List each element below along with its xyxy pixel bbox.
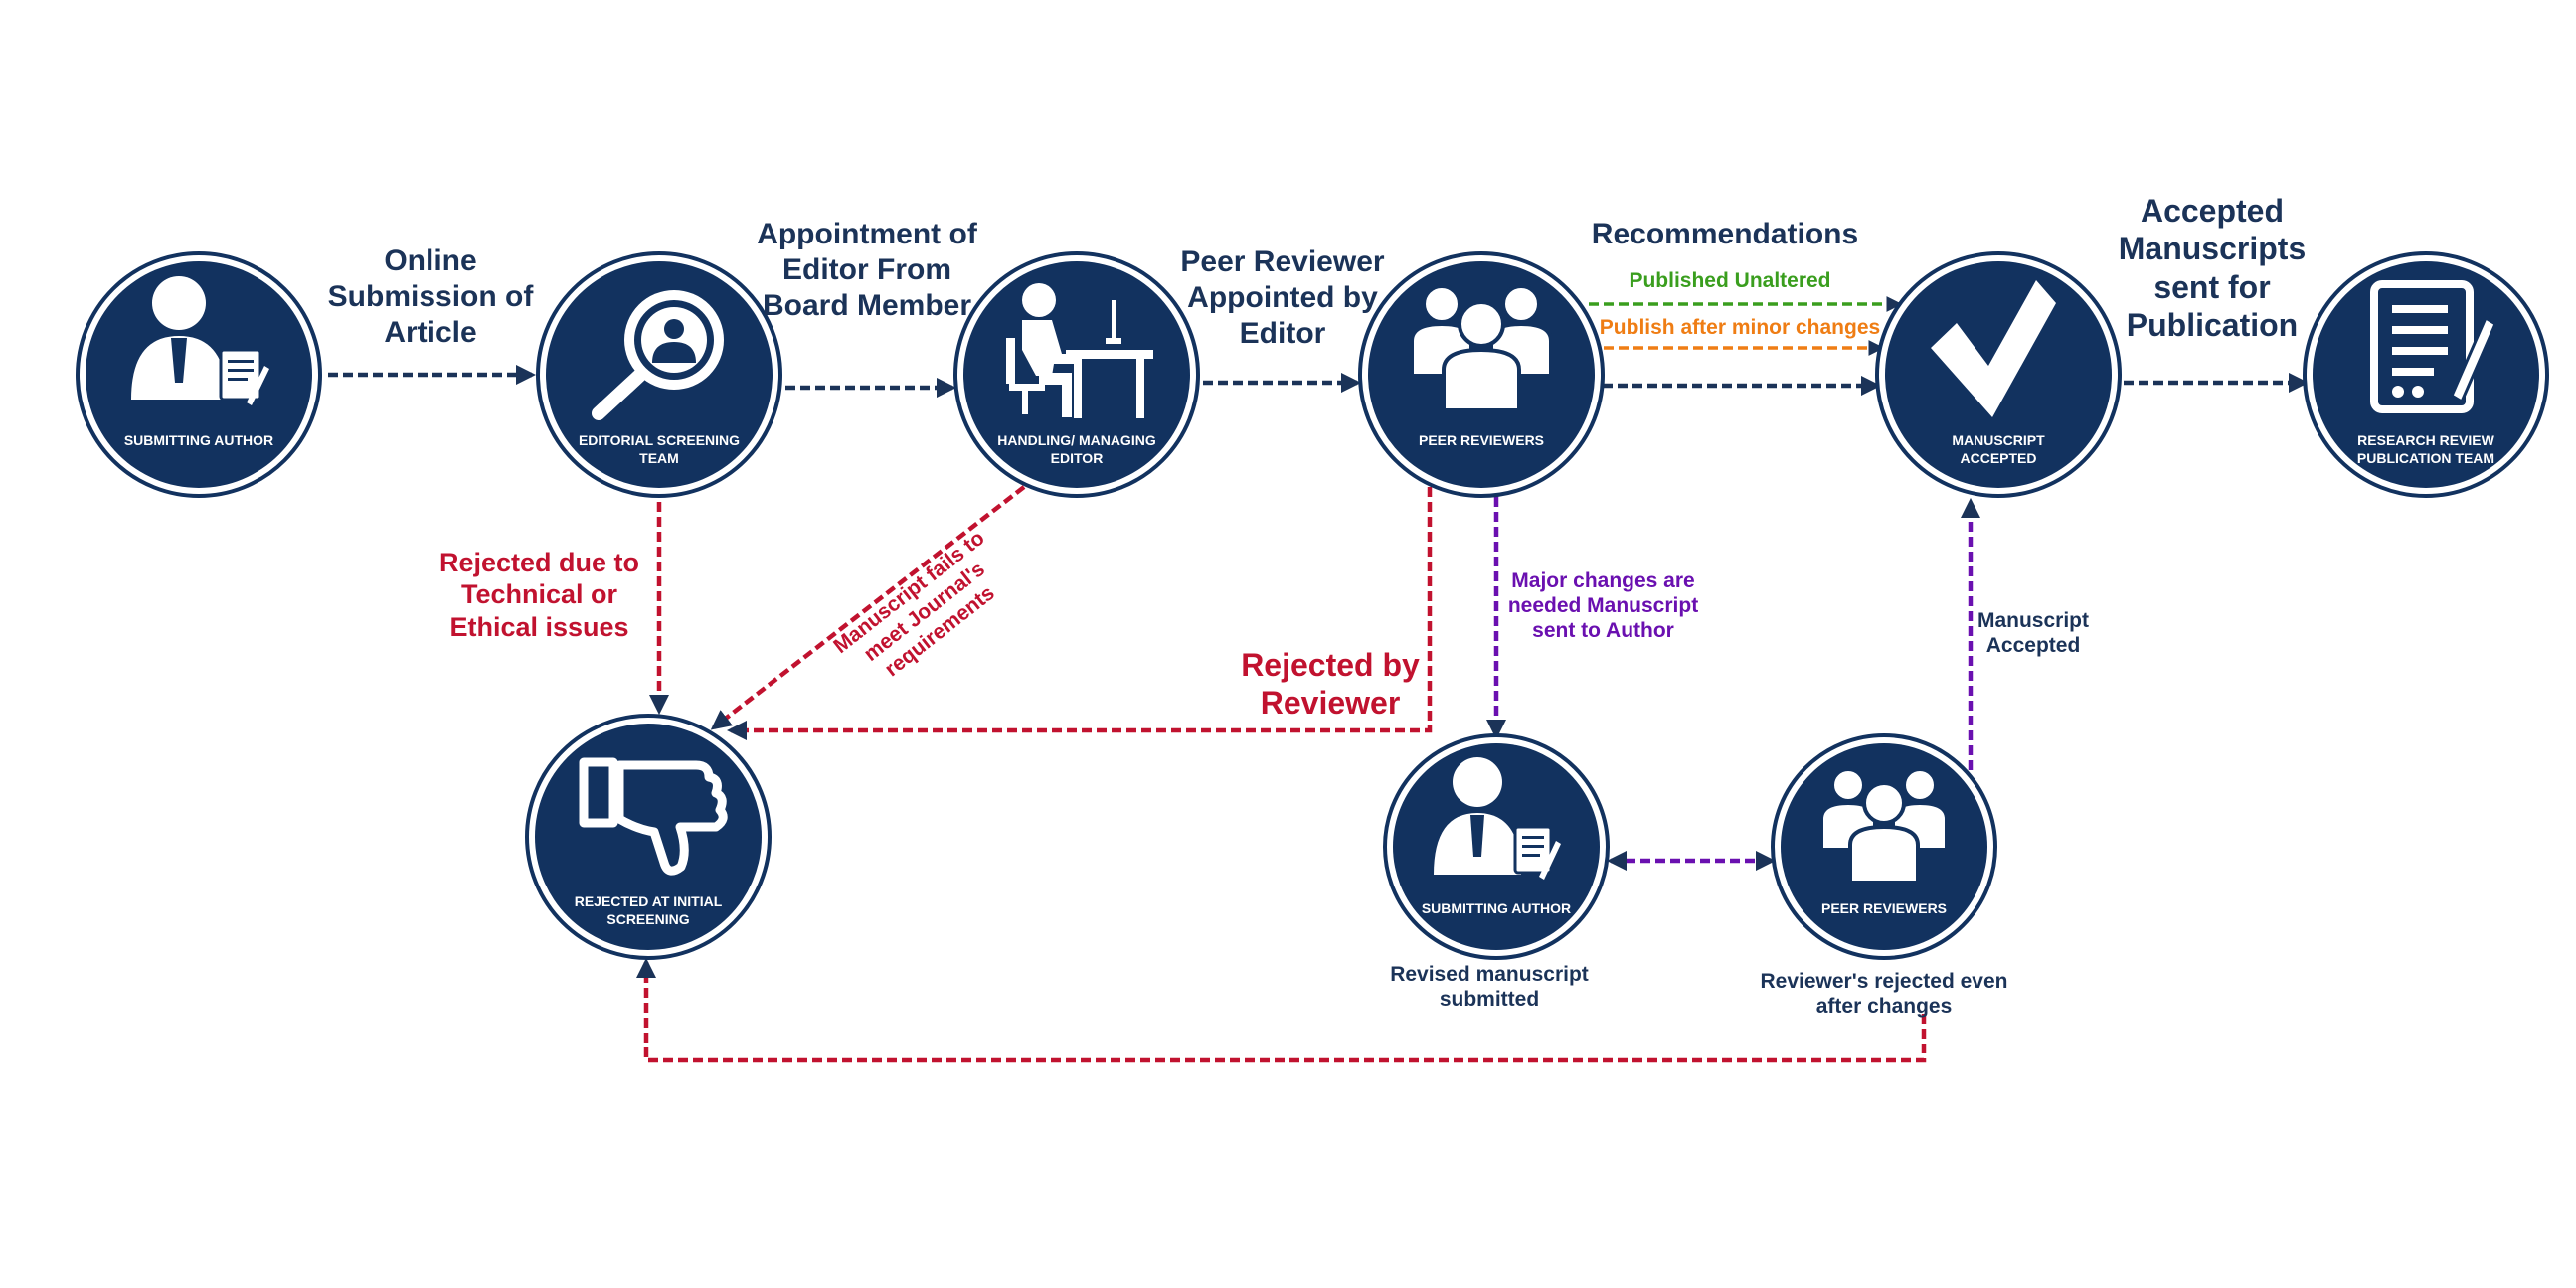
group-icon <box>1819 767 1949 885</box>
desk-worker-icon <box>1006 283 1153 418</box>
label-published-unaltered: Published Unaltered <box>1629 269 1831 292</box>
label-rejected-technical: Rejected due to Technical or Ethical iss… <box>438 548 640 642</box>
label-major-changes: Major changes are needed Manuscript sent… <box>1507 569 1699 643</box>
label-peer-reviewer-appointed: Peer Reviewer Appointed by Editor <box>1180 245 1385 350</box>
author-signing-icon <box>1434 757 1561 880</box>
node-label-handling-editor: HANDLING/ MANAGING EDITOR <box>997 432 1156 467</box>
node-submitting-author <box>76 251 322 498</box>
node-label-peer-reviewers: PEER REVIEWERS <box>1418 432 1545 448</box>
node-publication-team <box>2303 251 2549 498</box>
label-publish-minor-changes: Publish after minor changes <box>1599 316 1881 339</box>
node-rejected-initial <box>525 714 772 960</box>
edge-editor-to-rejected <box>710 485 1026 730</box>
node-label-peer-reviewers-2: PEER REVIEWERS <box>1820 900 1948 916</box>
node-handling-editor <box>953 251 1200 498</box>
label-manuscript-accepted-edge: Manuscript Accepted <box>1976 609 2089 658</box>
magnifier-person-icon <box>592 290 724 420</box>
document-pen-icon <box>2370 280 2497 413</box>
node-label-submitting-author-2: SUBMITTING AUTHOR <box>1421 900 1572 916</box>
node-label-submitting-author: SUBMITTING AUTHOR <box>123 432 274 448</box>
node-label-publication-team: RESEARCH REVIEW PUBLICATION TEAM <box>2356 432 2495 467</box>
node-label-manuscript-accepted: MANUSCRIPT ACCEPTED <box>1952 432 2045 467</box>
label-online-submission: Online Submission of Article <box>327 244 534 349</box>
label-rejected-after-changes: Reviewer's rejected even after changes <box>1760 970 2008 1019</box>
label-appointment-editor: Appointment of Editor From Board Member <box>757 218 977 322</box>
edge-reviewers-to-rejected <box>726 487 1433 741</box>
label-recommendations: Recommendations <box>1591 218 1859 250</box>
node-editorial-screening <box>536 251 782 498</box>
group-icon <box>1410 284 1553 412</box>
node-peer-reviewers-2 <box>1771 733 1997 960</box>
label-rejected-by-reviewer: Rejected by Reviewer <box>1241 647 1420 722</box>
node-manuscript-accepted <box>1875 251 2122 498</box>
node-label-rejected-initial: REJECTED AT INITIAL SCREENING <box>574 893 723 928</box>
node-label-editorial-screening: EDITORIAL SCREENING TEAM <box>578 432 741 467</box>
checkmark-icon <box>1931 280 2056 417</box>
node-submitting-author-2 <box>1383 733 1610 960</box>
node-peer-reviewers <box>1358 251 1605 498</box>
author-signing-icon <box>131 276 269 405</box>
label-revised-submitted: Revised manuscript submitted <box>1390 963 1589 1012</box>
label-accepted-for-publication: Accepted Manuscripts sent for Publicatio… <box>2118 193 2307 344</box>
edge-reviewers2-to-rejected <box>635 957 1927 1063</box>
thumbs-down-icon <box>579 757 728 876</box>
